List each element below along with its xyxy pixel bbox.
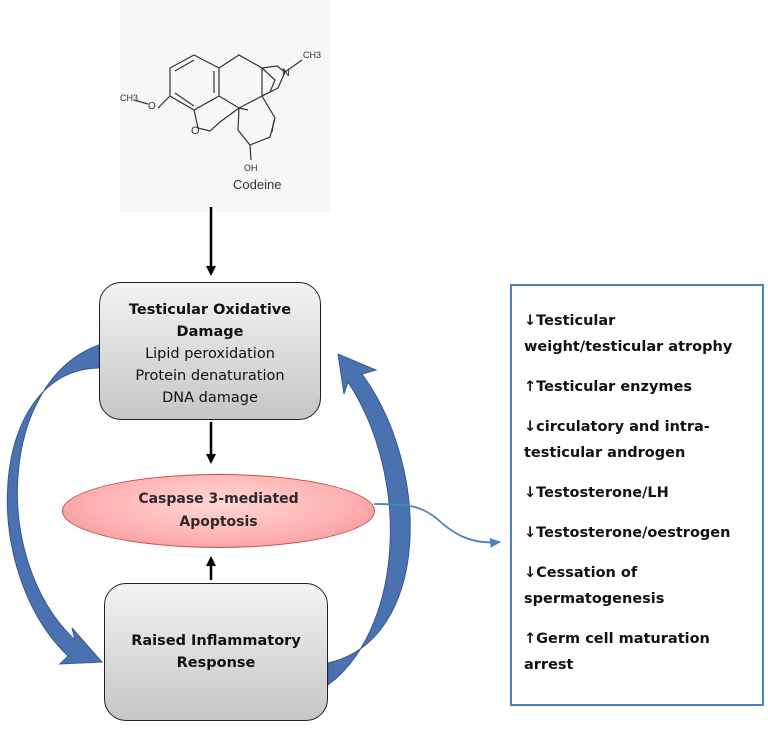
effect-item: ↓Testosterone/LH bbox=[524, 485, 669, 501]
furan-o-label: O bbox=[191, 125, 200, 137]
oxidative-damage-box: Testicular Oxidative Damage Lipid peroxi… bbox=[99, 282, 321, 420]
n-methyl-label: CH3 bbox=[303, 50, 321, 60]
codeine-structure: N CH3 O CH3 O OH bbox=[120, 0, 330, 212]
inflammatory-line-1: Raised Inflammatory bbox=[131, 633, 301, 649]
apoptosis-ellipse: Caspase 3-mediated Apoptosis bbox=[62, 474, 375, 548]
connector-apoptosis-to-effects bbox=[373, 503, 501, 548]
effect-item: ↑Germ cell maturation arrest bbox=[524, 631, 710, 673]
damage-item-protein: Protein denaturation bbox=[135, 368, 285, 384]
damage-item-lipid: Lipid peroxidation bbox=[145, 346, 275, 362]
effect-item: ↓circulatory and intra-testicular androg… bbox=[524, 419, 710, 461]
effects-box: ↓Testicular weight/testicular atrophy ↑T… bbox=[510, 284, 764, 706]
inflammatory-response-box: Raised Inflammatory Response bbox=[104, 583, 328, 721]
hydroxyl-label: OH bbox=[244, 163, 258, 173]
apoptosis-line-1: Caspase 3-mediated bbox=[138, 491, 299, 507]
effect-item: ↓Testosterone/oestrogen bbox=[524, 525, 731, 541]
effect-item: ↓Testicular weight/testicular atrophy bbox=[524, 313, 733, 355]
apoptosis-line-2: Apoptosis bbox=[179, 514, 258, 530]
effect-item: ↓Cessation of spermatogenesis bbox=[524, 565, 665, 607]
n-atom-label: N bbox=[282, 67, 290, 79]
methoxy-o-label: O bbox=[148, 101, 156, 112]
effect-item: ↑Testicular enzymes bbox=[524, 379, 692, 395]
blue-arrow-left bbox=[6, 344, 104, 665]
methoxy-methyl-label: CH3 bbox=[120, 93, 138, 103]
codeine-structure-drawing: N CH3 O CH3 O OH bbox=[120, 50, 321, 173]
inflammatory-line-2: Response bbox=[176, 655, 256, 671]
oxidative-damage-title-2: Damage bbox=[176, 324, 244, 340]
oxidative-damage-title-1: Testicular Oxidative bbox=[128, 302, 292, 318]
damage-item-dna: DNA damage bbox=[162, 390, 258, 406]
blue-arrow-right bbox=[327, 353, 411, 686]
codeine-caption: Codeine bbox=[233, 177, 282, 192]
